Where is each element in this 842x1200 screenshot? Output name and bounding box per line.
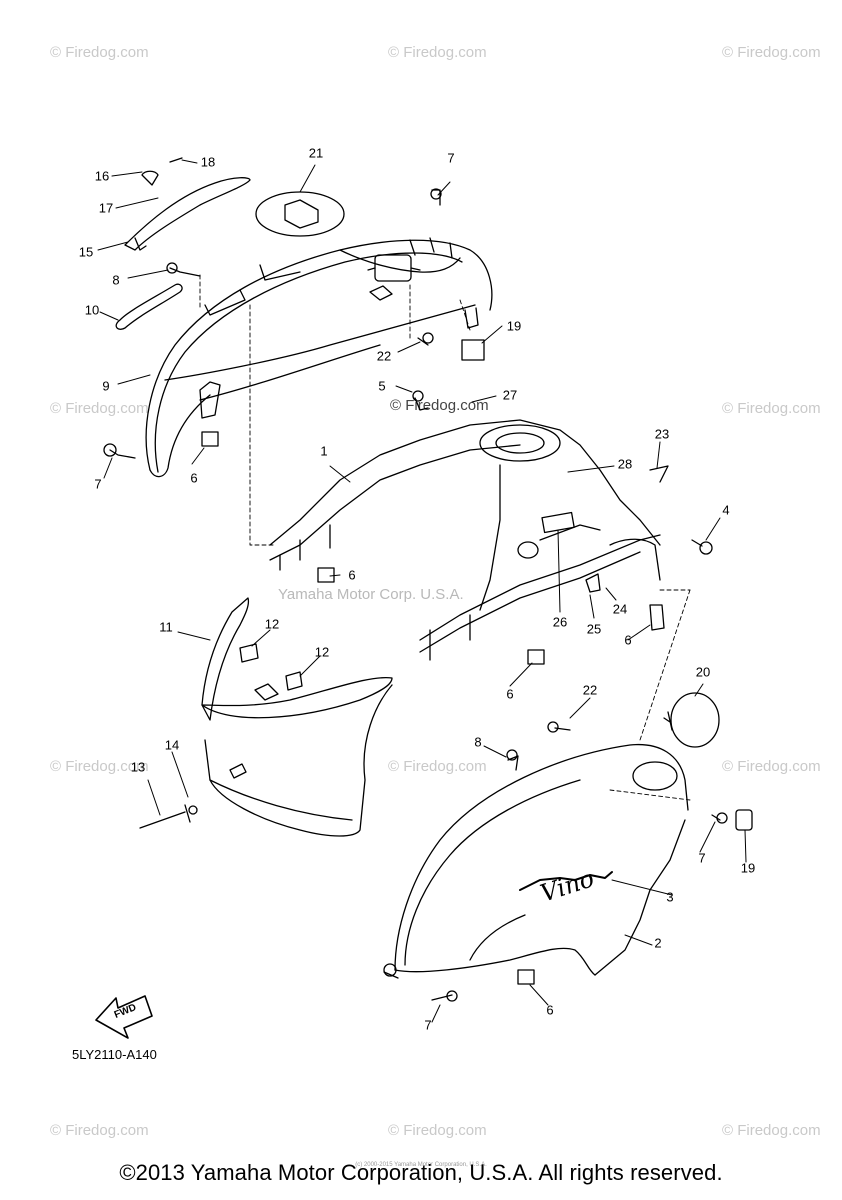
front-upper-cover (145, 191, 493, 478)
round-cap (663, 692, 720, 748)
callout: 3 (666, 889, 674, 905)
watermark: © Firedog.com (50, 758, 149, 775)
callout: 11 (159, 619, 173, 635)
callout: 19 (740, 860, 756, 876)
callout: 12 (264, 616, 280, 632)
fine-print: (c) 2000-2015 Yamaha Motor Corporation, … (355, 1162, 487, 1168)
callout: 25 (586, 621, 602, 637)
callout: 26 (552, 614, 568, 630)
maker-watermark: Yamaha Motor Corp. U.S.A. (278, 586, 464, 603)
watermark: © Firedog.com (388, 758, 487, 775)
alignment-lines (199, 274, 691, 801)
callout: 9 (102, 378, 110, 394)
callout: 6 (546, 1002, 554, 1018)
callout: 7 (698, 850, 706, 866)
watermark: © Firedog.com (722, 1122, 821, 1139)
callout: 5 (378, 378, 386, 394)
lower-front-cover (201, 597, 393, 837)
callout: 14 (164, 737, 180, 753)
callout: 6 (190, 470, 198, 486)
watermark: © Firedog.com (388, 44, 487, 61)
callout: 10 (84, 302, 100, 318)
callout: 6 (348, 567, 356, 583)
callout: 23 (654, 426, 670, 442)
fwd-arrow-icon (95, 995, 153, 1039)
fasteners (103, 188, 753, 1002)
center-watermark: © Firedog.com (390, 397, 489, 414)
callout: 21 (308, 145, 324, 161)
callout: 28 (617, 456, 633, 472)
leader-lines (97, 159, 747, 1023)
watermark: © Firedog.com (722, 44, 821, 61)
callout: 7 (94, 476, 102, 492)
diagram-code: 5LY2110-A140 (72, 1047, 157, 1062)
callout: 7 (424, 1017, 432, 1033)
side-cover (394, 743, 689, 976)
callout: 4 (722, 502, 730, 518)
callout: 1 (320, 443, 328, 459)
callout: 6 (506, 686, 514, 702)
callout: 8 (474, 734, 482, 750)
inner-bracket (124, 157, 251, 251)
callout: 8 (112, 272, 120, 288)
callout: 7 (447, 150, 455, 166)
watermark: © Firedog.com (722, 758, 821, 775)
callout: 15 (78, 244, 94, 260)
callout: 2 (654, 935, 662, 951)
callout: 27 (502, 387, 518, 403)
callout: 24 (612, 601, 628, 617)
callout: 19 (506, 318, 522, 334)
callout: 16 (94, 168, 110, 184)
emblem-badge (115, 283, 183, 330)
callout: 22 (582, 682, 598, 698)
callout: 6 (624, 632, 632, 648)
callout: 22 (376, 348, 392, 364)
watermark: © Firedog.com (388, 1122, 487, 1139)
callout: 18 (200, 154, 216, 170)
frame-body (269, 419, 661, 661)
callout: 13 (130, 759, 146, 775)
callout: 20 (695, 664, 711, 680)
copyright-footer: ©2013 Yamaha Motor Corporation, U.S.A. A… (119, 1160, 723, 1185)
watermark: © Firedog.com (50, 1122, 149, 1139)
callout: 17 (98, 200, 114, 216)
watermark: © Firedog.com (50, 44, 149, 61)
watermark: © Firedog.com (50, 400, 149, 417)
callout: 12 (314, 644, 330, 660)
watermark: © Firedog.com (722, 400, 821, 417)
